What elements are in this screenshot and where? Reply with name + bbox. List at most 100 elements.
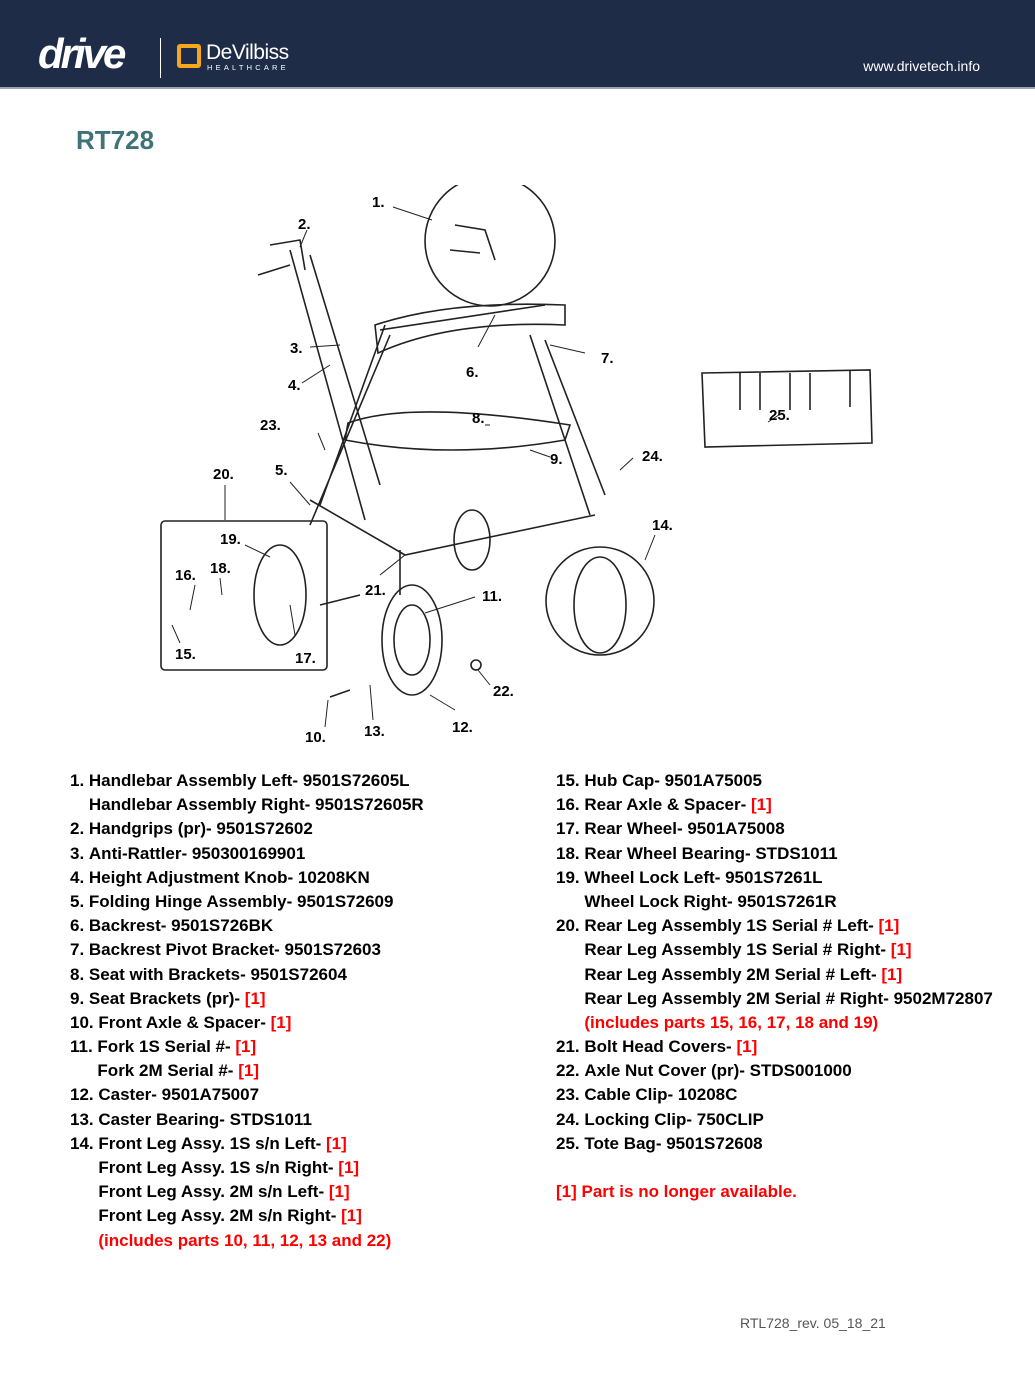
part-item: Front Leg Assy. 2M s/n Left- [1] <box>70 1180 424 1204</box>
drive-logo: drive <box>38 30 126 77</box>
part-description: Hub Cap- 9501A75005 <box>584 771 762 790</box>
callout-label: 14. <box>652 517 673 534</box>
part-item: 1. Handlebar Assembly Left- 9501S72605L <box>70 769 424 793</box>
part-item: 21. Bolt Head Covers- [1] <box>556 1035 993 1059</box>
page-title: RT728 <box>76 125 155 155</box>
part-item: Front Leg Assy. 1S s/n Right- [1] <box>70 1156 424 1180</box>
part-description: Front Leg Assy. 1S s/n Left- <box>98 1133 326 1153</box>
header: drive DeVilbiss HEALTHCARE www.drivetech… <box>0 0 1035 89</box>
part-number: 9. <box>70 988 89 1008</box>
part-availability: [1] <box>881 964 903 984</box>
part-description: Rear Leg Assembly 2M Serial # Left- <box>584 964 882 984</box>
part-item: 6. Backrest- 9501S726BK <box>70 914 424 938</box>
part-number: 20. <box>556 916 585 936</box>
part-item: 14. Front Leg Assy. 1S s/n Left- [1] <box>70 1132 424 1156</box>
callout-label: 1. <box>372 194 385 211</box>
part-description: Seat Brackets (pr)- <box>88 988 245 1008</box>
part-description: Locking Clip- 750CLIP <box>584 1109 764 1129</box>
part-number: 4. <box>70 867 89 887</box>
part-item: 3. Anti-Rattler- 950300169901 <box>70 842 424 866</box>
part-item: Rear Leg Assembly 2M Serial # Left- [1] <box>556 963 993 987</box>
cross-bars <box>309 499 596 595</box>
part-description: Rear Leg Assembly 2M Serial # Right- 950… <box>584 988 993 1008</box>
part-number: 2. <box>70 819 89 839</box>
part-number: 1. <box>70 771 89 790</box>
callout-label: 12. <box>452 719 473 736</box>
part-item: 5. Folding Hinge Assembly- 9501S72609 <box>70 890 424 914</box>
part-availability: (includes parts 10, 11, 12, 13 and 22) <box>98 1230 392 1250</box>
part-description: Front Leg Assy. 2M s/n Right- <box>98 1206 342 1226</box>
part-item: 18. Rear Wheel Bearing- STDS1011 <box>556 842 993 866</box>
seat <box>344 411 572 451</box>
part-description: Rear Wheel- 9501A75008 <box>584 819 785 839</box>
part-number: 3. <box>70 843 89 863</box>
callout-label: 2. <box>298 216 311 233</box>
part-description: Rear Leg Assembly 1S Serial # Left- <box>584 916 879 936</box>
part-description: Folding Hinge Assembly- 9501S72609 <box>88 891 394 911</box>
part-description: Fork 2M Serial #- <box>97 1061 239 1081</box>
part-item: 15. Hub Cap- 9501A75005 <box>556 769 993 793</box>
part-number: 24. <box>556 1109 585 1129</box>
part-item: Wheel Lock Right- 9501S7261R <box>556 890 993 914</box>
part-number: 17. <box>556 819 585 839</box>
front-wheel-detail-circle <box>545 546 655 656</box>
callout-label: 7. <box>601 350 614 367</box>
part-number: 5. <box>70 891 89 911</box>
part-item: (includes parts 10, 11, 12, 13 and 22) <box>70 1229 424 1253</box>
callout-label: 13. <box>364 723 385 740</box>
part-item: 2. Handgrips (pr)- 9501S72602 <box>70 817 424 841</box>
part-description: Wheel Lock Left- 9501S7261L <box>584 867 823 887</box>
part-item: Front Leg Assy. 2M s/n Right- [1] <box>70 1204 424 1228</box>
part-number: 11. <box>70 1037 98 1057</box>
callout-label: 16. <box>175 567 196 584</box>
part-availability: [1] <box>326 1133 347 1153</box>
part-item: Fork 2M Serial #- [1] <box>70 1059 424 1083</box>
callout-label: 9. <box>550 451 563 468</box>
handlebar-detail <box>449 224 496 261</box>
part-number: 22. <box>556 1061 585 1081</box>
part-item: 24. Locking Clip- 750CLIP <box>556 1108 993 1132</box>
part-item: 22. Axle Nut Cover (pr)- STDS001000 <box>556 1059 993 1083</box>
part-item: Rear Leg Assembly 2M Serial # Right- 950… <box>556 987 993 1011</box>
callout-label: 17. <box>295 650 316 667</box>
callout-label: 22. <box>493 683 514 700</box>
part-availability: [1] <box>244 988 266 1008</box>
callout-label: 6. <box>466 364 479 381</box>
availability-note: [1] Part is no longer available. <box>556 1180 797 1204</box>
part-availability: [1] <box>338 1158 360 1177</box>
part-item: 17. Rear Wheel- 9501A75008 <box>556 817 993 841</box>
part-availability: [1] <box>238 1061 259 1081</box>
devilbiss-logo-icon <box>177 44 201 68</box>
part-description: Caster Bearing- STDS1011 <box>98 1109 312 1129</box>
part-description: Front Axle & Spacer- <box>98 1012 271 1032</box>
devilbiss-logo: DeVilbiss <box>206 41 289 64</box>
callout-label: 19. <box>220 531 241 548</box>
part-item: Rear Leg Assembly 1S Serial # Right- [1] <box>556 938 993 962</box>
part-item: 16. Rear Axle & Spacer- [1] <box>556 793 993 817</box>
part-description: Backrest- 9501S726BK <box>88 916 274 936</box>
part-description: Wheel Lock Right- 9501S7261R <box>584 891 837 911</box>
part-number: 14. <box>70 1133 99 1153</box>
part-description: Rear Leg Assembly 1S Serial # Right- <box>584 940 891 960</box>
part-description: Caster- 9501A75007 <box>98 1085 260 1105</box>
callout-label: 10. <box>305 729 326 746</box>
part-availability: [1] <box>736 1037 758 1057</box>
part-description: Axle Nut Cover (pr)- STDS001000 <box>584 1061 852 1081</box>
part-item: 11. Fork 1S Serial #- [1] <box>70 1035 424 1059</box>
part-description: Bolt Head Covers- <box>584 1037 737 1057</box>
website-link[interactable]: www.drivetech.info <box>863 58 980 74</box>
part-number: 16. <box>556 795 585 815</box>
part-number: 18. <box>556 843 585 863</box>
part-description: Backrest Pivot Bracket- 9501S72603 <box>88 940 381 960</box>
axle-nut-cover <box>470 659 482 671</box>
backrest <box>374 303 566 355</box>
part-availability: [1] <box>270 1012 292 1032</box>
part-availability: [1] <box>750 795 772 815</box>
part-availability: [1] <box>341 1206 362 1226</box>
part-number: 8. <box>70 964 89 984</box>
part-number: 23. <box>556 1085 585 1105</box>
part-availability: [1] <box>890 940 912 960</box>
part-number: 10. <box>70 1012 99 1032</box>
